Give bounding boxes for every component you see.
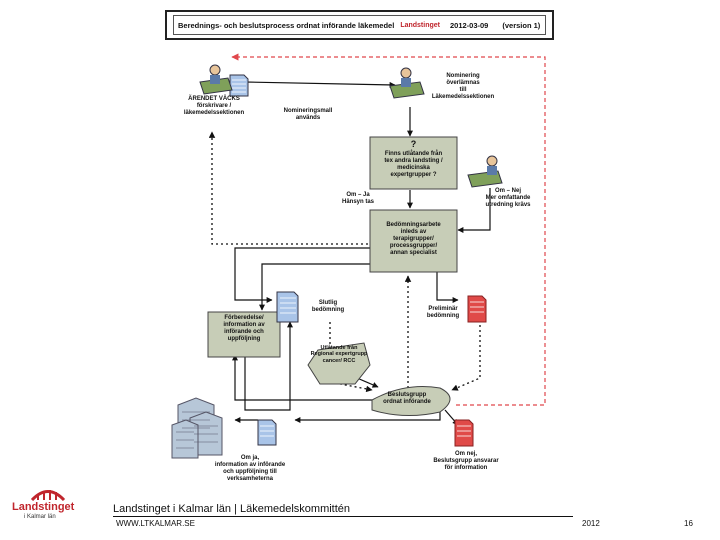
label-preliminar: Preliminär bedömning <box>426 306 460 320</box>
person-at-desk-icon <box>199 64 233 95</box>
footer-website: WWW.LTKALMAR.SE <box>116 519 195 528</box>
label-nomineringsmall: Nomineringsmall används <box>283 108 333 122</box>
label-forberedelse: Förberedelse/ information av införande o… <box>223 315 265 343</box>
question-box <box>369 136 458 190</box>
label-arendet: ÄRENDET VÄCKS förskrivare / läkemedelsse… <box>183 96 245 117</box>
label-bedomningsarbete: Bedömningsarbete inleds av terapigrupper… <box>386 222 441 257</box>
red-document-lines <box>457 301 484 437</box>
brand-logo-subtext: i Kalmar län <box>24 514 56 520</box>
page-number: 16 <box>684 519 693 528</box>
assessment-box <box>369 209 458 273</box>
building-windows <box>176 411 218 449</box>
label-slutlig: Slutlig bedömning <box>311 300 345 314</box>
arrow-utlatande-to-beslut <box>356 377 379 388</box>
buildings-icon <box>171 397 223 459</box>
label-nominering: Nominering överlämnas till Läkemedelssek… <box>431 73 495 101</box>
title-inner: Berednings- och beslutsprocess ordnat in… <box>173 15 546 35</box>
label-question: Finns utlåtande från tex andra landsting… <box>384 151 443 179</box>
footer-divider <box>113 516 573 517</box>
arrow-to-forberedelse <box>259 263 370 311</box>
label-om-nej-info: Om nej, Beslutsgrupp ansvarar för inform… <box>433 451 499 472</box>
arrow-nomination <box>244 81 396 88</box>
title-version: (version 1) <box>502 20 541 30</box>
arrow-loop-left <box>244 321 293 411</box>
label-om-nej: Om – Nej Mer omfattande utredning krävs <box>485 188 531 209</box>
person-at-desk-icon-2 <box>389 67 425 99</box>
red-feedback-loop <box>231 53 546 406</box>
footer-year: 2012 <box>582 519 600 528</box>
arrow-beslut-left <box>294 412 441 423</box>
document-icon <box>229 74 299 446</box>
document-lines <box>232 79 296 437</box>
title-logo: Landstinget <box>400 21 440 29</box>
footer-organization: Landstinget i Kalmar län | Läkemedelskom… <box>113 503 351 515</box>
brand-logo-icon <box>30 490 66 501</box>
label-utlatande: Utlåtande från Regional expertgrupp canc… <box>310 345 368 364</box>
forberedelse-box <box>207 311 281 358</box>
brand-logo-text: Landstinget <box>12 501 75 513</box>
red-document-icon <box>454 295 487 447</box>
arrow-beslut-to-forberedelse <box>232 354 372 401</box>
label-om-ja: Om – Ja Hänsyn tas <box>341 192 374 206</box>
person-at-desk-icon-3 <box>467 155 503 188</box>
arrow-to-preliminar <box>436 272 459 303</box>
title-box: Berednings- och beslutsprocess ordnat in… <box>165 10 554 40</box>
utlatande-hexagon <box>307 342 371 385</box>
title-date: 2012-03-09 <box>449 20 489 30</box>
dotted-prelim-to-beslut <box>451 325 481 391</box>
beslutsgrupp-shape <box>371 386 451 417</box>
flow-lines <box>232 81 491 426</box>
diagram-title: Berednings- och beslutsprocess ordnat in… <box>178 20 395 30</box>
arrow-nej-to-assessment <box>457 188 491 233</box>
label-om-ja-info: Om ja, information av införande och uppf… <box>214 455 286 483</box>
dotted-back-to-start <box>208 131 368 245</box>
arrow-to-slutlig <box>234 247 370 303</box>
label-beslutsgrupp: Beslutsgrupp ordnat införande <box>383 392 431 406</box>
label-question-mark: ? <box>410 139 417 149</box>
